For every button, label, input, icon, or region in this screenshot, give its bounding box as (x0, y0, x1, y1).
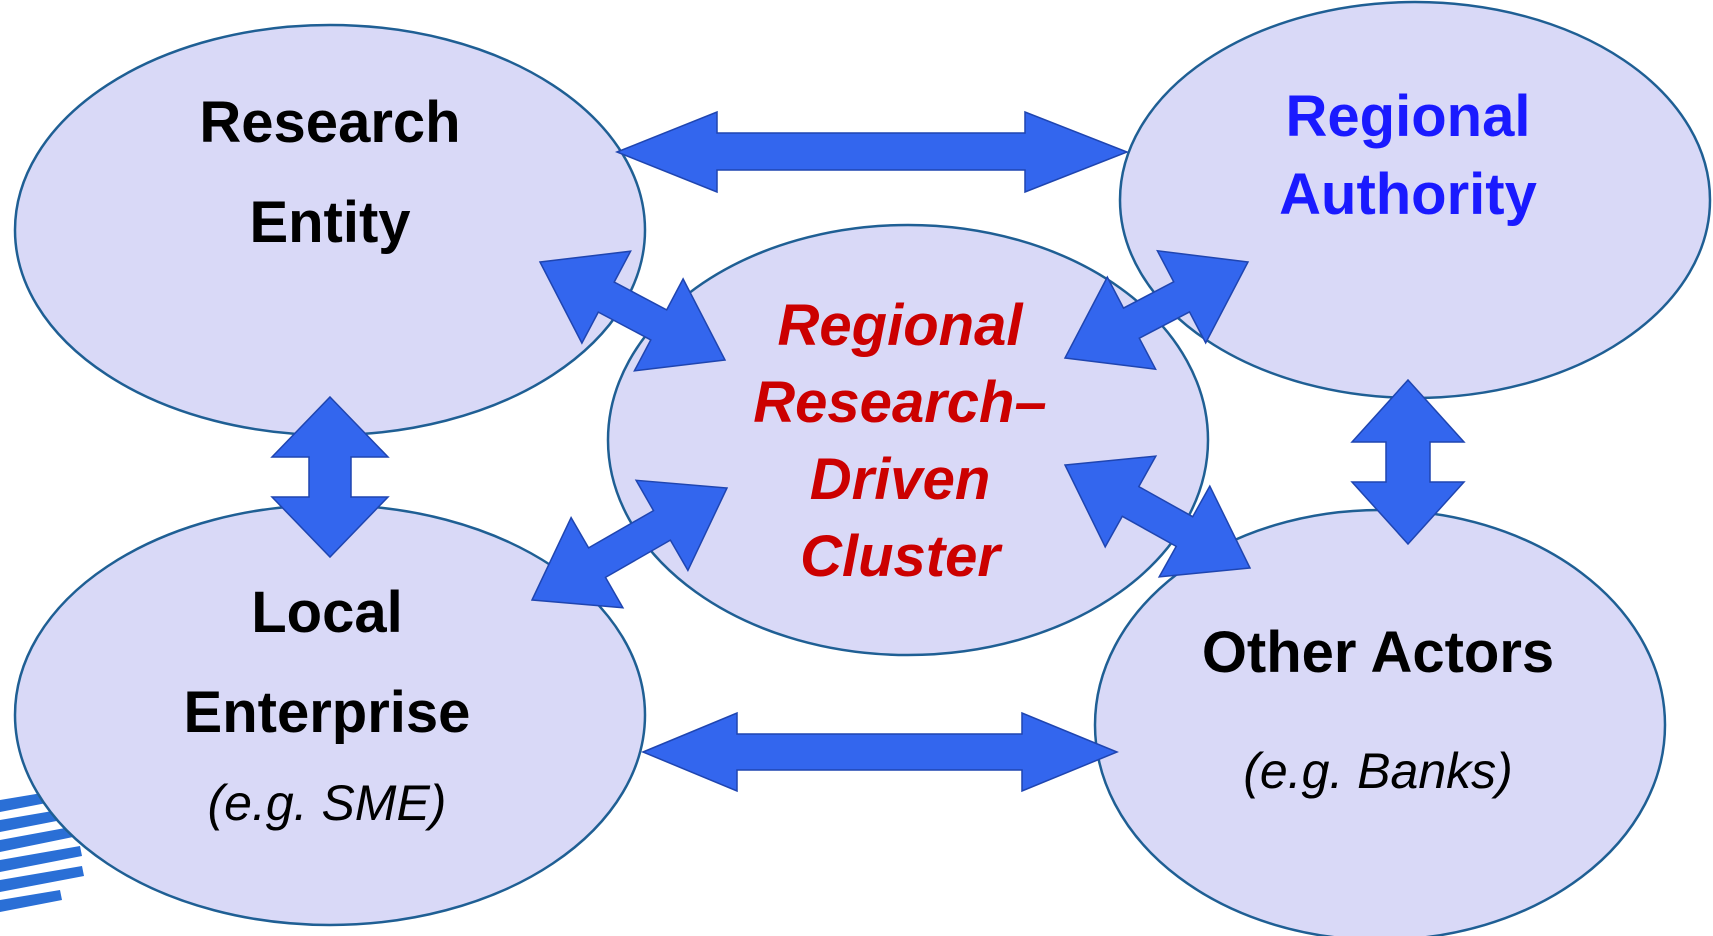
regional-authority-line1: Regional (1286, 84, 1531, 149)
node-cluster (606, 223, 1210, 657)
logo-mark (0, 790, 84, 912)
other-actors-note: (e.g. Banks) (1243, 743, 1513, 799)
local-enterprise-line2: Enterprise (184, 680, 471, 745)
arrow-enterprise-cluster (530, 479, 729, 609)
cluster-line1: Regional (778, 293, 1025, 358)
arrow-research-authority (614, 110, 1130, 194)
local-enterprise-note: (e.g. SME) (208, 775, 447, 831)
local-enterprise-line1: Local (251, 580, 403, 645)
other-actors-line1: Other Actors (1202, 620, 1554, 685)
arrow-authority-cluster (1063, 249, 1250, 371)
arrow-other-cluster (1063, 455, 1252, 578)
arrow-authority-other (1350, 378, 1466, 546)
arrow-research-enterprise (270, 395, 390, 559)
diagonal-arrows (530, 249, 1252, 609)
arrow-research-cluster (538, 250, 727, 372)
cluster-line3: Driven (810, 447, 991, 512)
research-entity-line1: Research (199, 90, 460, 155)
regional-authority-line2: Authority (1279, 162, 1537, 227)
cluster-line4: Cluster (800, 524, 1003, 589)
research-entity-line2: Entity (249, 190, 410, 255)
cluster-line2: Research– (753, 370, 1046, 435)
arrow-enterprise-other (641, 711, 1119, 793)
